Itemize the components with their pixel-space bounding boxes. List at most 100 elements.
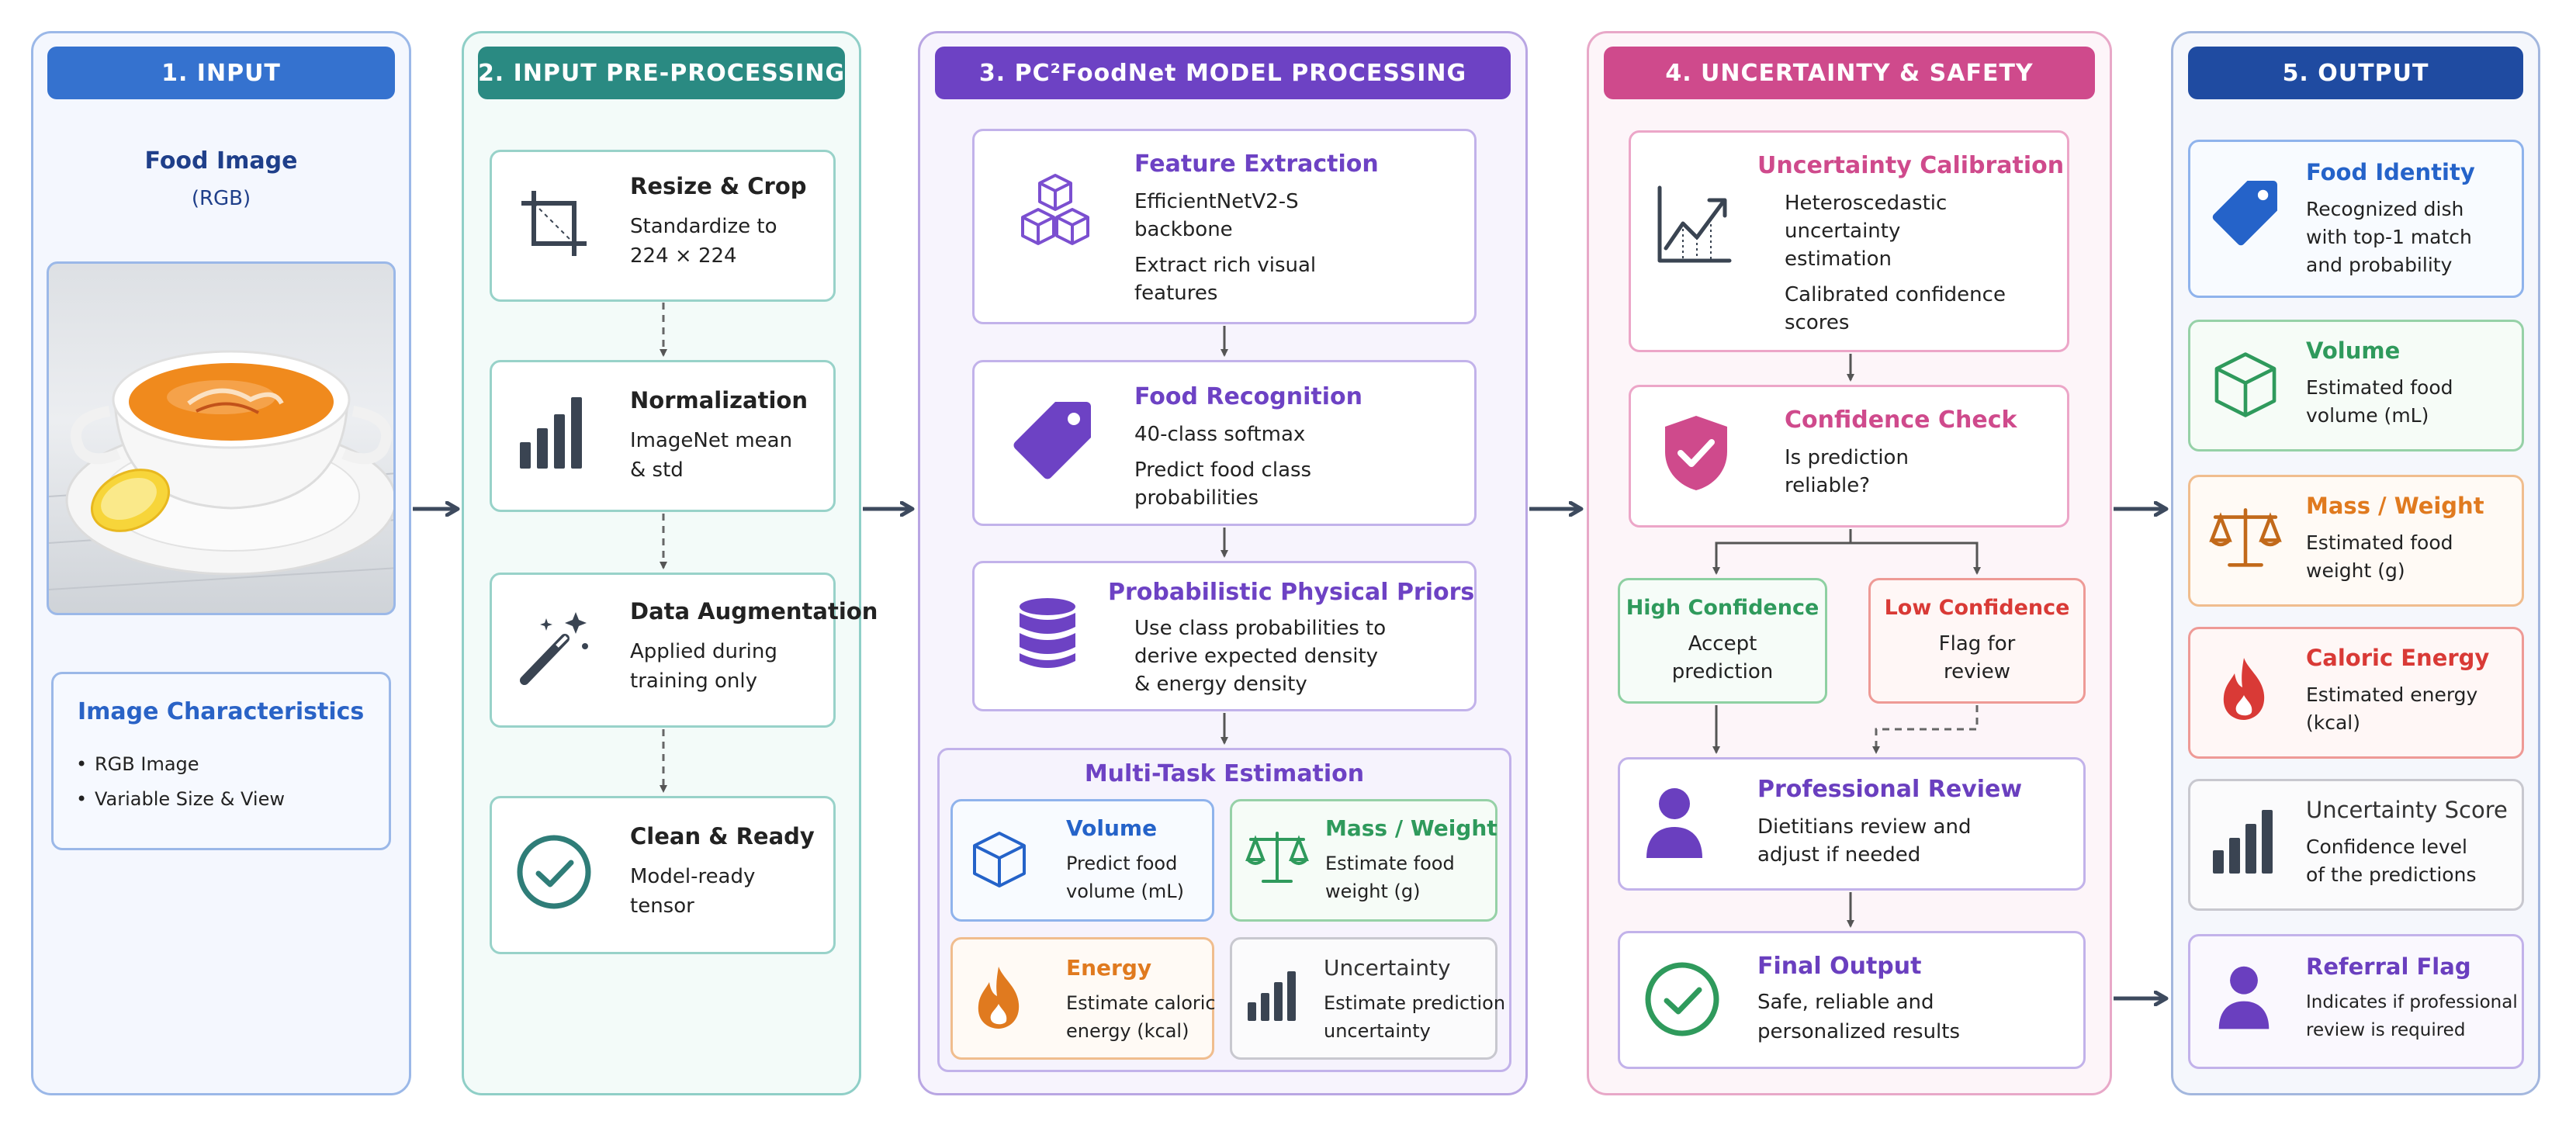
uncertainty-calibration-text: scores xyxy=(1785,311,1850,334)
flame-icon xyxy=(2223,658,2265,720)
tag-icon xyxy=(2212,181,2277,246)
professional-review-text: adjust if needed xyxy=(1757,843,1921,867)
output-uncertainty-card xyxy=(2188,779,2524,911)
mass-task-title: Mass / Weight xyxy=(1325,815,1497,841)
food-recognition-title: Food Recognition xyxy=(1134,383,1362,410)
output-uncertainty-text: Confidence level xyxy=(2306,836,2467,858)
low-confidence-card xyxy=(1868,578,2086,704)
professional-review-text: Dietitians review and xyxy=(1757,815,1972,839)
output-energy-text: (kcal) xyxy=(2306,711,2360,734)
output-food-identity-text: with top-1 match xyxy=(2306,226,2472,248)
feature-extraction-text: backbone xyxy=(1134,218,1233,241)
resize-crop-text: Standardize to xyxy=(630,215,777,238)
data-augmentation-text: training only xyxy=(630,669,757,693)
normalization-title: Normalization xyxy=(630,387,808,413)
bullet-icon: • xyxy=(76,788,88,810)
cube-icon xyxy=(973,832,1026,887)
bullet-icon: • xyxy=(76,753,88,775)
resize-crop-text: 224 × 224 xyxy=(630,244,737,268)
output-referral-title: Referral Flag xyxy=(2306,953,2471,980)
person-icon xyxy=(2218,966,2270,1029)
mass-task-card xyxy=(1230,799,1497,922)
input-subtitle: (RGB) xyxy=(191,187,251,210)
clean-ready-text: Model-ready xyxy=(630,865,756,888)
uncertainty-calibration-text: Calibrated confidence xyxy=(1785,283,2006,306)
high-confidence-card xyxy=(1618,578,1827,704)
image-characteristics-title: Image Characteristics xyxy=(78,698,365,725)
volume-task-text: volume (mL) xyxy=(1066,881,1185,902)
uncertainty-calibration-card xyxy=(1629,130,2069,352)
physical-priors-title: Probabilistic Physical Priors xyxy=(1108,579,1475,606)
output-volume-text: volume (mL) xyxy=(2306,404,2429,427)
uncertainty-task-title: Uncertainty xyxy=(1324,955,1451,981)
food-recognition-text: Predict food class xyxy=(1134,458,1312,482)
output-uncertainty-title: Uncertainty Score xyxy=(2306,797,2508,823)
feature-extraction-title: Feature Extraction xyxy=(1134,151,1379,178)
volume-task-title: Volume xyxy=(1066,815,1158,841)
high-confidence-text: prediction xyxy=(1671,660,1774,683)
output-energy-text: Estimated energy xyxy=(2306,683,2478,706)
final-output-card xyxy=(1618,931,2086,1069)
output-volume-text: Estimated food xyxy=(2306,376,2453,399)
output-referral-text: Indicates if professional xyxy=(2306,992,2518,1012)
final-output-text: personalized results xyxy=(1757,1020,1961,1043)
output-food-identity-text: Recognized dish xyxy=(2306,198,2464,220)
header-uncertainty: 4. UNCERTAINTY & SAFETY xyxy=(1604,47,2095,99)
tag-icon xyxy=(1013,402,1091,479)
shield-check-icon xyxy=(1665,416,1727,490)
multitask-title: Multi-Task Estimation xyxy=(1084,760,1365,787)
header-input: 1. INPUT xyxy=(47,47,395,99)
physical-priors-card xyxy=(972,561,1477,711)
output-food-identity-text: and probability xyxy=(2306,254,2453,276)
uncertainty-calibration-text: uncertainty xyxy=(1785,220,1901,243)
bar-chart-icon xyxy=(1248,971,1296,1021)
output-referral-card xyxy=(2188,934,2524,1069)
scale-icon xyxy=(1245,832,1309,883)
resize-crop-title: Resize & Crop xyxy=(630,173,807,199)
uncertainty-calibration-text: Heteroscedastic xyxy=(1785,192,1948,215)
normalization-text: ImageNet mean xyxy=(630,429,793,452)
magic-wand-icon xyxy=(520,612,588,685)
clean-ready-card xyxy=(490,796,836,954)
uncertainty-task-text: Estimate prediction xyxy=(1324,992,1506,1014)
person-icon xyxy=(1646,788,1702,858)
clean-ready-text: tensor xyxy=(630,894,694,918)
cubes-icon xyxy=(1021,174,1089,245)
professional-review-card xyxy=(1618,757,2086,891)
output-volume-card xyxy=(2188,320,2524,452)
resize-crop-card xyxy=(490,150,836,302)
image-characteristic-item: Variable Size & View xyxy=(95,788,285,810)
cube-icon xyxy=(2214,352,2277,417)
low-confidence-text: Flag for xyxy=(1938,632,2016,656)
energy-task-text: Estimate caloric xyxy=(1066,992,1216,1014)
food-recognition-text: probabilities xyxy=(1134,486,1259,510)
energy-task-text: energy (kcal) xyxy=(1066,1020,1189,1042)
final-output-text: Safe, reliable and xyxy=(1757,991,1934,1014)
output-food-identity-title: Food Identity xyxy=(2306,159,2475,185)
high-confidence-title: High Confidence xyxy=(1626,596,1819,620)
bar-chart-icon xyxy=(520,397,582,469)
image-characteristic-item: RGB Image xyxy=(95,753,199,775)
line-chart-icon xyxy=(1657,185,1732,263)
food-recognition-text: 40-class softmax xyxy=(1134,423,1306,446)
output-volume-title: Volume xyxy=(2306,337,2401,364)
image-characteristics-card xyxy=(51,672,391,850)
clean-ready-title: Clean & Ready xyxy=(630,823,815,849)
header-output: 5. OUTPUT xyxy=(2188,47,2523,99)
normalization-text: & std xyxy=(630,458,684,482)
volume-task-text: Predict food xyxy=(1066,853,1178,874)
mass-task-text: Estimate food xyxy=(1325,853,1455,874)
output-referral-text: review is required xyxy=(2306,1020,2466,1040)
header-preprocessing: 2. INPUT PRE-PROCESSING xyxy=(478,47,845,99)
bar-chart-icon xyxy=(2213,810,2273,874)
output-uncertainty-text: of the predictions xyxy=(2306,863,2477,886)
uncertainty-task-text: uncertainty xyxy=(1324,1020,1431,1042)
volume-task-card xyxy=(950,799,1214,922)
output-energy-title: Caloric Energy xyxy=(2306,645,2490,671)
check-circle-icon xyxy=(517,835,591,909)
final-output-title: Final Output xyxy=(1757,953,1922,980)
low-confidence-text: review xyxy=(1944,660,2010,683)
energy-task-title: Energy xyxy=(1066,955,1152,981)
check-circle-icon xyxy=(1645,962,1719,1036)
physical-priors-text: Use class probabilities to xyxy=(1134,617,1387,640)
